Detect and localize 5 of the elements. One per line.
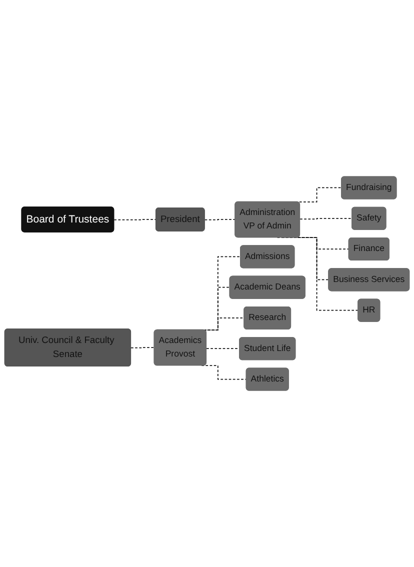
connector: [204, 219, 236, 220]
connector: [206, 348, 240, 350]
connector: [296, 237, 350, 250]
connector: [130, 347, 155, 348]
connector: [300, 218, 353, 220]
